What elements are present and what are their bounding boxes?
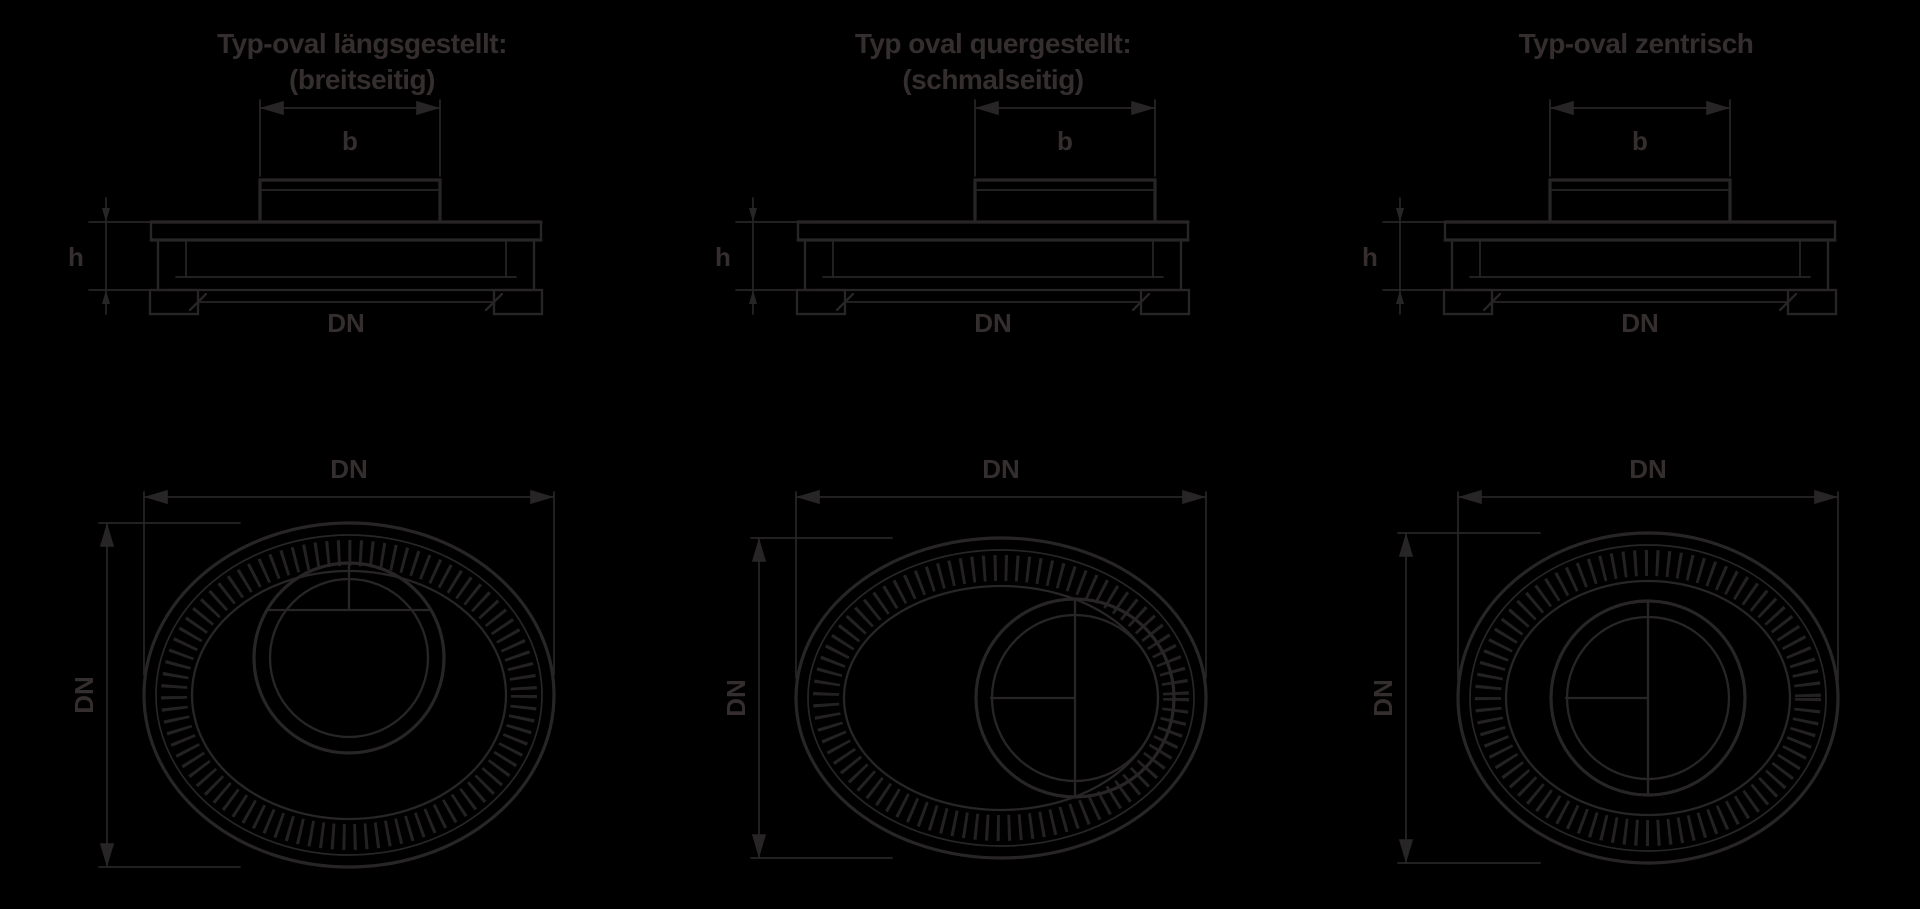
h-arrow-top-3 xyxy=(1396,208,1404,222)
oval-frame-second-2 xyxy=(807,549,1195,847)
plan-top-dim-label-3: DN xyxy=(1629,454,1667,484)
column-3-title: Typ-oval zentrisch xyxy=(1519,28,1754,59)
h-arrow-top-1 xyxy=(102,208,110,222)
oval-frame-second-1 xyxy=(155,534,543,856)
oval-rib-band-3 xyxy=(1475,550,1821,846)
column-3: Typ-oval zentrisch b DN xyxy=(1362,28,1840,865)
elevation-view-3: b DN h xyxy=(1362,99,1838,338)
column-2-title: Typ oval quergestellt: xyxy=(855,28,1131,59)
b-dim-label-1: b xyxy=(342,126,358,156)
lid-profile-3 xyxy=(1548,178,1732,224)
dn-dim-label-1: DN xyxy=(327,308,365,338)
h-arrow-top-2 xyxy=(749,208,757,222)
column-1-subtitle: (breitseitig) xyxy=(289,64,435,95)
oval-frame-inner-3 xyxy=(1504,579,1792,817)
elevation-view-2: b DN h xyxy=(715,99,1191,338)
column-1: Typ-oval längsgestellt: (breitseitig) b xyxy=(68,28,556,869)
plan-left-dim-label-2: DN xyxy=(721,679,751,717)
lid-profile-2 xyxy=(973,178,1157,224)
column-2-subtitle: (schmalseitig) xyxy=(902,64,1083,95)
lid-profile-1 xyxy=(258,178,442,224)
elevation-view-1: b DN xyxy=(68,99,544,338)
h-arrow-bottom-1 xyxy=(102,290,110,304)
b-dim-label-2: b xyxy=(1057,126,1073,156)
column-2: Typ oval quergestellt: (schmalseitig) b xyxy=(715,28,1208,860)
plan-left-dim-label-1: DN xyxy=(69,676,99,714)
b-dim-label-3: b xyxy=(1632,126,1648,156)
h-dim-label-3: h xyxy=(1362,242,1378,272)
oval-frame-outer-1 xyxy=(142,521,556,869)
oval-frame-second-3 xyxy=(1469,544,1827,852)
dn-tick-left-3 xyxy=(1482,292,1502,312)
dn-tick-left-2 xyxy=(835,292,855,312)
dn-tick-left-1 xyxy=(188,292,208,312)
dn-dim-label-2: DN xyxy=(974,308,1012,338)
plan-view-1: DN DN xyxy=(69,454,556,869)
plan-view-3: DN DN xyxy=(1368,454,1840,865)
dn-tick-right-2 xyxy=(1131,292,1151,312)
dn-tick-right-1 xyxy=(484,292,504,312)
plan-top-dim-label-1: DN xyxy=(330,454,368,484)
column-1-title: Typ-oval längsgestellt: xyxy=(217,28,507,59)
oval-frame-outer-2 xyxy=(794,536,1208,860)
plan-left-dim-label-3: DN xyxy=(1368,679,1398,717)
h-arrow-bottom-3 xyxy=(1396,290,1404,304)
dn-tick-right-3 xyxy=(1778,292,1798,312)
plan-view-2: DN DN xyxy=(721,454,1208,860)
oval-rib-band-2 xyxy=(813,555,1189,841)
plan-top-dim-label-2: DN xyxy=(982,454,1020,484)
oval-rib-band-1 xyxy=(161,540,537,850)
oval-frame-outer-3 xyxy=(1456,531,1840,865)
dn-dim-label-3: DN xyxy=(1621,308,1659,338)
h-arrow-bottom-2 xyxy=(749,290,757,304)
h-dim-label-2: h xyxy=(715,242,731,272)
h-dim-label-1: h xyxy=(68,242,84,272)
